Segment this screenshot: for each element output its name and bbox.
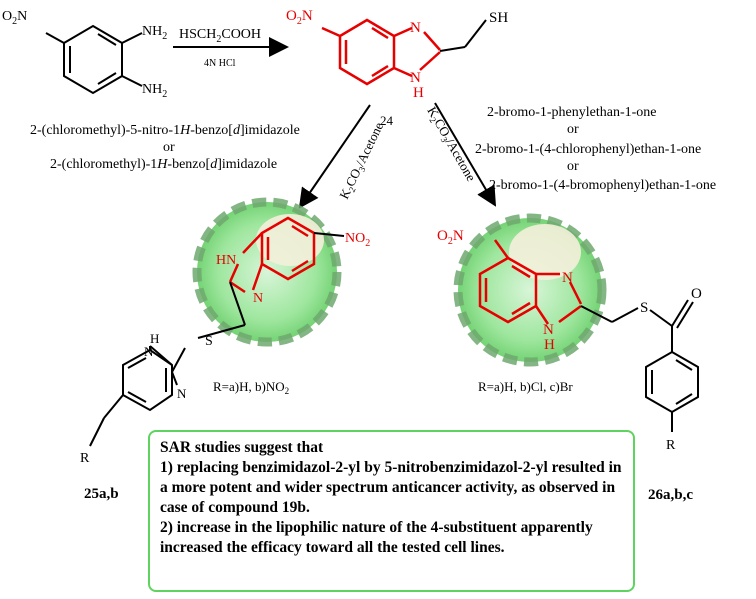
right-r-def: R=a)H, b)Cl, c)Br xyxy=(478,379,573,394)
right-o2n: O2N xyxy=(437,228,464,247)
lower-n1: N xyxy=(144,344,154,359)
sar-point-2: 2) increase in the lipophilic nature of … xyxy=(160,519,593,556)
right-s: S xyxy=(640,300,648,316)
left-lower-benzimidazole xyxy=(89,281,246,447)
compound-25ab-label: 25a,b xyxy=(84,486,119,502)
o2n-label: O2N xyxy=(2,9,27,27)
sar-heading: SAR studies suggest that xyxy=(160,439,324,456)
left-s: S xyxy=(205,334,213,349)
sar-point-1: 1) replacing benzimidazol-2-yl by 5-nitr… xyxy=(160,459,622,516)
left-reagent-or: or xyxy=(163,140,175,155)
sh-label: SH xyxy=(489,10,508,26)
left-arrow xyxy=(298,104,371,209)
right-nh-n: N xyxy=(543,322,554,338)
reference-24: 24 xyxy=(380,113,394,128)
right-conditions: K2CO3/Acetone xyxy=(423,104,480,185)
step1-condition: 4N HCl xyxy=(204,58,236,69)
right-n: N xyxy=(562,270,573,286)
right-o: O xyxy=(691,286,702,302)
lower-h: H xyxy=(150,331,159,346)
left-n: N xyxy=(253,291,263,306)
intermediate-n: N xyxy=(410,20,421,36)
left-r: R xyxy=(80,451,90,466)
intermediate-thiol xyxy=(321,18,441,86)
nh2-top-label: NH2 xyxy=(142,24,167,42)
intermediate-n1: N xyxy=(410,70,421,86)
left-hn: HN xyxy=(216,253,236,268)
step1-reagent: HSCH2COOH xyxy=(179,27,261,45)
right-benzimidazole xyxy=(478,239,583,325)
nh2-bottom-label: NH2 xyxy=(142,82,167,100)
left-reagent-1: 2-(chloromethyl)-5-nitro-1H-benzo[d]imid… xyxy=(30,123,300,138)
sar-summary-box: SAR studies suggest that 1) replacing be… xyxy=(148,430,635,592)
left-conditions: K2CO3/Acetone xyxy=(336,120,388,203)
right-r: R xyxy=(666,438,676,453)
left-r-def: R=a)H, b)NO2 xyxy=(213,379,289,396)
intermediate-h: H xyxy=(413,85,424,101)
left-benzimidazole xyxy=(228,216,316,294)
left-reagent-2: 2-(chloromethyl)-1H-benzo[d]imidazole xyxy=(50,157,277,172)
compound-26abc-label: 26a,b,c xyxy=(648,487,693,503)
right-arrow xyxy=(434,102,497,207)
intermediate-o2n: O2N xyxy=(286,8,313,27)
right-reagent-3: 2-bromo-1-(4-bromophenyl)ethan-1-one xyxy=(489,178,716,193)
right-reagent-or2: or xyxy=(567,159,579,174)
right-reagent-2: 2-bromo-1-(4-chlorophenyl)ethan-1-one xyxy=(475,142,701,157)
lower-n: N xyxy=(177,386,187,401)
right-thioester xyxy=(580,299,699,432)
right-nh-h: H xyxy=(544,337,555,353)
starting-diamine xyxy=(45,24,143,95)
right-reagent-or1: or xyxy=(567,122,579,137)
right-sphere xyxy=(453,213,607,367)
right-reagent-1: 2-bromo-1-phenylethan-1-one xyxy=(487,105,657,120)
left-no2: NO2 xyxy=(345,231,370,249)
left-sphere xyxy=(192,197,342,347)
